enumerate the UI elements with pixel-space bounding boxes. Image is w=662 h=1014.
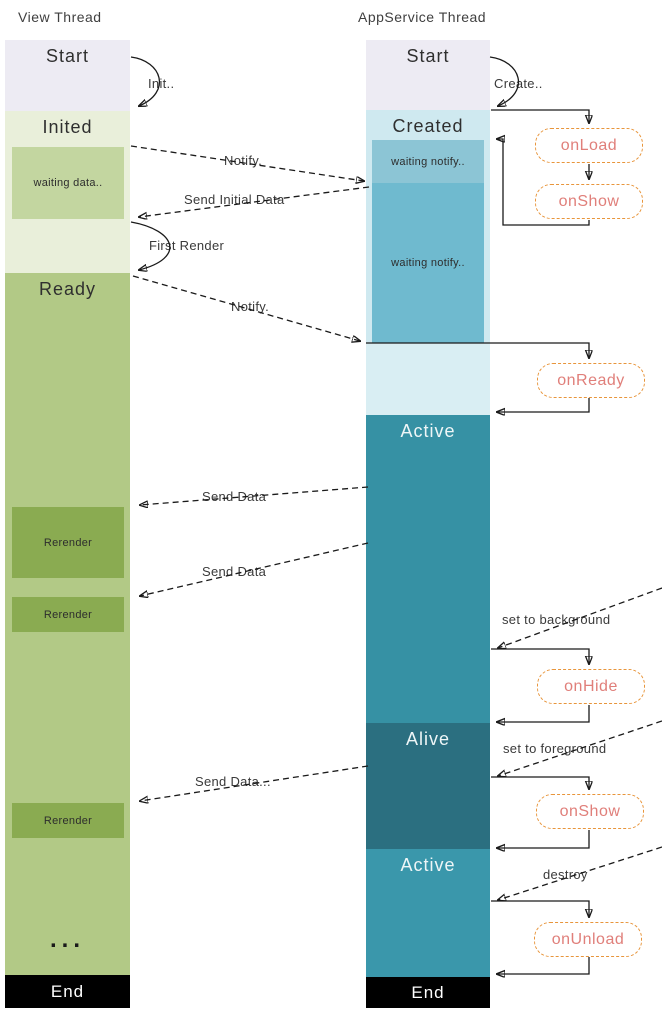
send-initial-data-arrow-label: Send Initial Data bbox=[184, 192, 285, 207]
appservice-active-section-2: Active bbox=[366, 849, 490, 977]
onshow-callback-box-1: onShow bbox=[535, 184, 643, 219]
appservice-active-label-2: Active bbox=[400, 855, 456, 875]
appservice-alive-section: Alive bbox=[366, 723, 490, 849]
onhide-return-arrow bbox=[497, 705, 590, 722]
notify-arrow-label-1: Notify. bbox=[224, 153, 262, 168]
rerender-box-3: Rerender bbox=[12, 803, 124, 838]
appservice-preactive-section bbox=[366, 343, 490, 415]
foreground-to-onshow-arrow bbox=[491, 776, 589, 789]
waiting-notify-box-2: waiting notify.. bbox=[372, 183, 484, 343]
appservice-thread-title: AppService Thread bbox=[358, 9, 487, 25]
send-data-arrow-label-1: Send Data bbox=[202, 489, 267, 504]
view-ready-label: Ready bbox=[38, 279, 97, 299]
create-arrow-label: Create.. bbox=[494, 76, 543, 91]
ellipsis: ... bbox=[49, 926, 85, 953]
view-start-label: Start bbox=[45, 46, 89, 66]
onunload-callback-box: onUnload bbox=[534, 922, 642, 957]
onready-callback-box: onReady bbox=[537, 363, 645, 398]
first-render-arrow-label: First Render bbox=[149, 238, 225, 253]
send-data-arrow-label-2: Send Data bbox=[202, 564, 267, 579]
view-thread-title: View Thread bbox=[18, 9, 102, 25]
set-to-foreground-arrow-label: set to foreground bbox=[503, 741, 607, 756]
init-arrow-label: Init.. bbox=[148, 76, 175, 91]
view-inited-label: Inited bbox=[42, 117, 93, 137]
appservice-active-label-1: Active bbox=[400, 421, 456, 441]
onhide-callback-box: onHide bbox=[537, 669, 645, 704]
destroy-arrow-label: destroy bbox=[543, 867, 588, 882]
appservice-active-section-1: Active bbox=[366, 415, 490, 723]
appservice-start-section: Start bbox=[366, 40, 490, 110]
rerender-box-1: Rerender bbox=[12, 507, 124, 578]
destroy-to-onunload-arrow bbox=[491, 900, 589, 917]
appservice-alive-label: Alive bbox=[405, 729, 450, 749]
appservice-start-label: Start bbox=[406, 46, 450, 66]
create-to-onload-arrow bbox=[491, 109, 589, 123]
set-to-background-arrow-label: set to background bbox=[502, 612, 611, 627]
onshow-callback-box-2: onShow bbox=[536, 794, 644, 829]
appservice-created-label: Created bbox=[392, 116, 464, 136]
rerender-box-2: Rerender bbox=[12, 597, 124, 632]
appservice-end-section: End bbox=[366, 977, 490, 1008]
waiting-notify-box-1: waiting notify.. bbox=[372, 140, 484, 183]
waiting-data-box: waiting data.. bbox=[12, 147, 124, 219]
view-start-section: Start bbox=[5, 40, 130, 111]
send-data-arrow-label-3: Send Data... bbox=[195, 774, 271, 789]
background-to-onhide-arrow bbox=[491, 648, 589, 664]
onshow2-return-arrow bbox=[497, 830, 590, 848]
onunload-return-arrow bbox=[497, 957, 590, 974]
onready-return-arrow bbox=[497, 398, 590, 412]
onload-callback-box: onLoad bbox=[535, 128, 643, 163]
view-end-section: End bbox=[5, 975, 130, 1008]
notify-arrow-label-2: Notify. bbox=[231, 299, 269, 314]
